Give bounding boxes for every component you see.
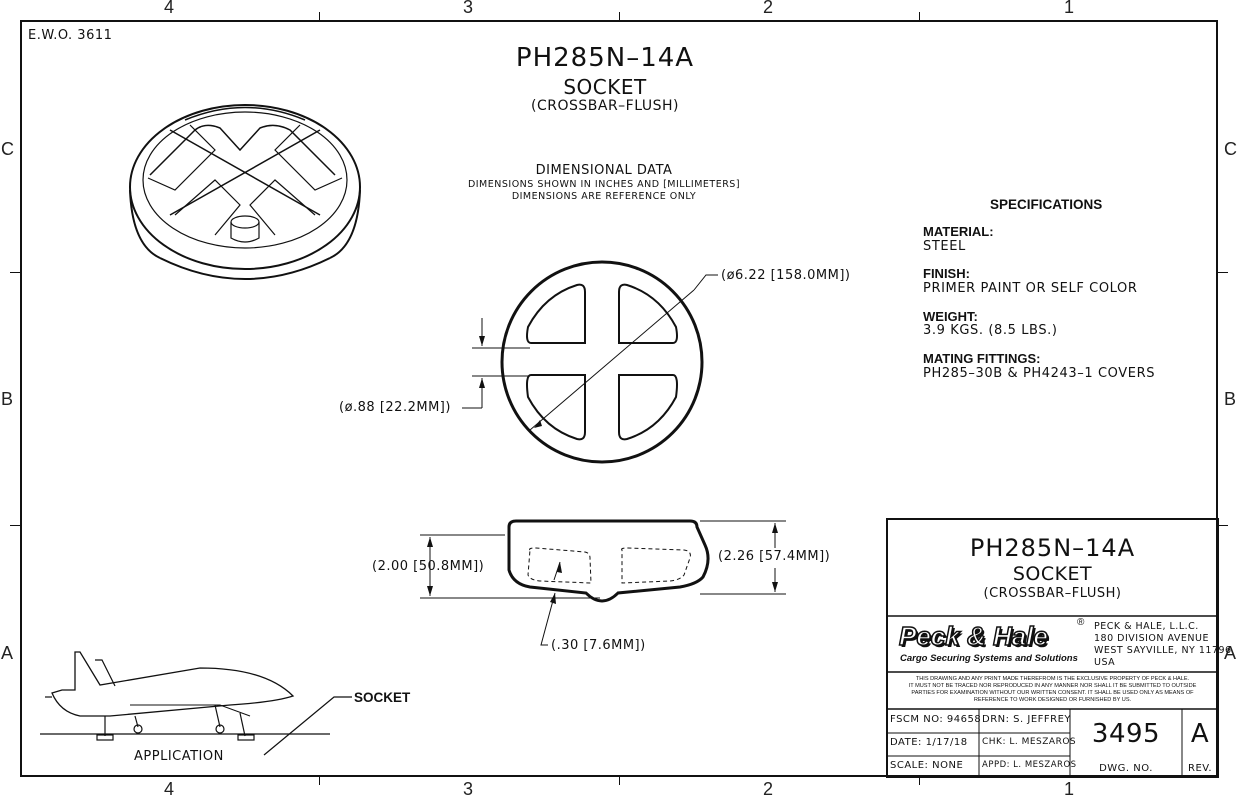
ewo-number: E.W.O. 3611 [28, 28, 113, 43]
zone-tick [1218, 272, 1228, 273]
material-label: MATERIAL: [923, 224, 994, 239]
zone-bottom-3: 3 [463, 779, 474, 799]
approved-by: APPD: L. MESZAROS [982, 760, 1077, 770]
drawing-number: 3495 [1091, 719, 1161, 749]
company-address-2: WEST SAYVILLE, NY 11796 [1094, 645, 1232, 656]
drawn-by: DRN: S. JEFFREY [982, 714, 1072, 725]
zone-right-b: B [1224, 389, 1237, 409]
isometric-view [129, 104, 361, 280]
drawing-variant: (CROSSBAR–FLUSH) [531, 98, 679, 114]
zone-tick [919, 12, 920, 20]
zone-tick [319, 12, 320, 20]
dimension-base-offset: (.30 [7.6MM]) [551, 638, 646, 653]
weight-label: WEIGHT: [923, 309, 978, 324]
zone-left-c: C [1, 139, 14, 159]
drawing-border [20, 20, 1218, 777]
company-name: PECK & HALE, L.L.C. [1094, 621, 1199, 632]
zone-tick [919, 777, 920, 785]
zone-bottom-1: 1 [1064, 779, 1075, 799]
company-address-1: 180 DIVISION AVENUE [1094, 633, 1209, 644]
peck-hale-logo: Peck & Hale ® [898, 617, 1084, 652]
proprietary-notice-1: THIS DRAWING AND ANY PRINT MADE THEREFRO… [915, 676, 1190, 682]
zone-top-3: 3 [463, 0, 474, 17]
zone-bottom-4: 4 [164, 779, 175, 799]
zone-tick [619, 777, 620, 785]
dimensional-data-note-1: DIMENSIONS SHOWN IN INCHES AND [MILLIMET… [467, 179, 741, 190]
title-block-variant: (CROSSBAR–FLUSH) [983, 586, 1122, 601]
zone-top-1: 1 [1064, 0, 1075, 17]
drawing-subtitle: SOCKET [563, 75, 647, 99]
zone-top-4: 4 [164, 0, 175, 17]
registered-mark: ® [1077, 617, 1085, 628]
zone-tick [10, 272, 20, 273]
zone-left-b: B [1, 389, 14, 409]
dimensional-data-note-2: DIMENSIONS ARE REFERENCE ONLY [511, 191, 697, 202]
checked-by: CHK: L. MESZAROS [982, 737, 1077, 747]
dimensional-data-title: DIMENSIONAL DATA [535, 163, 673, 178]
dimension-crossbar-width: (ø.88 [22.2MM]) [339, 400, 451, 415]
specifications-title: SPECIFICATIONS [990, 197, 1103, 212]
top-view [462, 260, 718, 464]
proprietary-notice-4: REFERENCE TO WORK DESIGNED OR FURNISHED … [973, 697, 1132, 703]
revision-label: REV. [1188, 763, 1212, 774]
fscm-number: FSCM NO: 94658 [890, 714, 982, 725]
mating-fittings-value: PH285–30B & PH4243–1 COVERS [923, 366, 1156, 381]
title-block-part-number: PH285N–14A [969, 534, 1136, 562]
zone-right-c: C [1224, 139, 1237, 159]
zone-top-2: 2 [763, 0, 774, 17]
zone-tick [1218, 525, 1228, 526]
zone-bottom-2: 2 [763, 779, 774, 799]
logo-tagline: Cargo Securing Systems and Solutions [900, 653, 1078, 664]
zone-tick [319, 777, 320, 785]
mating-fittings-label: MATING FITTINGS: [923, 351, 1041, 366]
application-label: APPLICATION [134, 749, 224, 764]
drawing-title: PH285N–14A [515, 43, 695, 73]
zone-left-a: A [1, 643, 14, 663]
drawing-date: DATE: 1/17/18 [890, 737, 968, 748]
proprietary-notice-2: IT MUST NOT BE TRACED NOR REPRODUCED IN … [908, 683, 1197, 689]
finish-value: PRIMER PAINT OR SELF COLOR [923, 281, 1138, 296]
dimension-height-inner: (2.00 [50.8MM]) [372, 559, 485, 574]
drawing-number-label: DWG. NO. [1099, 763, 1153, 774]
material-value: STEEL [923, 239, 966, 254]
dimension-height-outer: (2.26 [57.4MM]) [718, 549, 831, 564]
zone-right-a: A [1224, 643, 1237, 663]
dimension-outer-diameter: (ø6.22 [158.0MM]) [721, 268, 851, 283]
side-view [420, 519, 786, 646]
title-block-frame [886, 518, 1219, 778]
proprietary-notice-3: PARTIES FOR EXAMINATION WITHOUT OUR WRIT… [911, 690, 1194, 696]
company-country: USA [1094, 657, 1116, 668]
zone-tick [10, 525, 20, 526]
weight-value: 3.9 KGS. (8.5 LBS.) [923, 323, 1058, 338]
logo-wordmark: Peck & Hale [898, 620, 1048, 652]
finish-label: FINISH: [923, 266, 970, 281]
title-block-name: SOCKET [1012, 563, 1093, 585]
socket-callout: SOCKET [354, 690, 411, 705]
revision-letter: A [1190, 719, 1210, 749]
aircraft-sketch [40, 651, 352, 756]
zone-tick [619, 12, 620, 20]
drawing-scale: SCALE: NONE [890, 760, 964, 771]
side-view-arrows [427, 523, 778, 604]
top-view-arrows [479, 336, 542, 428]
